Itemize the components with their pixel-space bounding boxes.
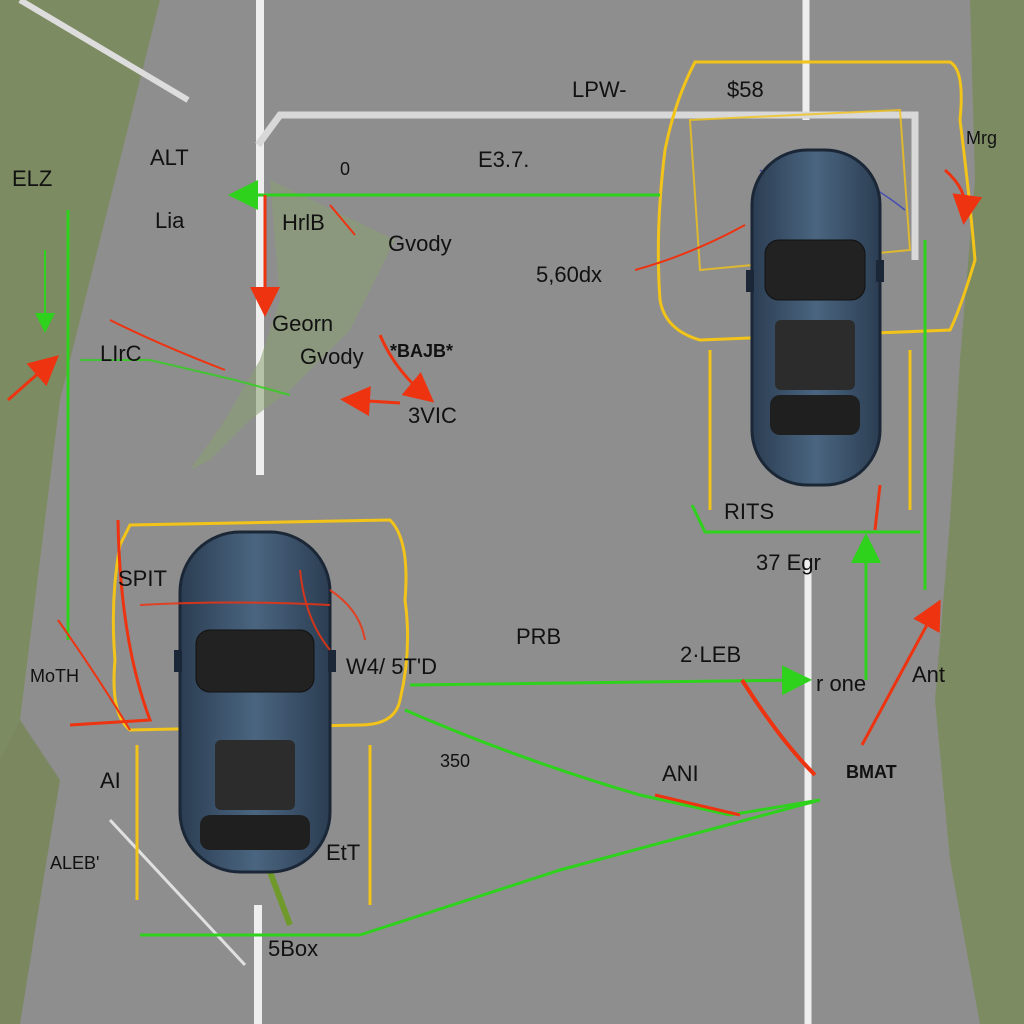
- label-geom: Georn: [272, 311, 334, 336]
- red-line-mid-bottom: [654, 793, 741, 817]
- label-zero: 0: [340, 159, 351, 179]
- label-ione: r one: [816, 671, 867, 696]
- car-top-right: [746, 148, 884, 487]
- yellow-outline-top-inner: [688, 108, 912, 272]
- red-arrow-left-edge: [7, 355, 60, 402]
- red-line-left-long: [57, 619, 131, 731]
- yellow-outline-bottom: [111, 518, 410, 732]
- label-leb: 2·LEB: [680, 642, 742, 667]
- label-lpw: LPW-: [572, 77, 627, 102]
- shadow-patch: [190, 180, 395, 470]
- label-e37: E3.7.: [478, 147, 530, 172]
- label-sbox: 5Box: [268, 936, 319, 961]
- red-scribble-car2: [139, 569, 366, 651]
- label-aleb: ALEB': [50, 853, 100, 873]
- label-bmat: BMAT: [846, 762, 897, 782]
- label-w4: W4/ 5T'D: [346, 654, 437, 679]
- label-ett: EtT: [326, 840, 361, 865]
- green-arrow-mid: [409, 665, 812, 696]
- label-al: AI: [100, 768, 121, 793]
- red-line-right: [873, 484, 882, 531]
- red-curve-car1: [634, 224, 746, 271]
- label-bvic: 3VIC: [408, 403, 457, 428]
- label-spit: SPIT: [118, 566, 167, 591]
- red-curve-bottom: [740, 678, 817, 777]
- label-prb: PRB: [516, 624, 562, 649]
- car-bottom-left: [174, 530, 336, 874]
- red-line-lirc: [109, 319, 226, 371]
- red-curve-bottom-left: [69, 519, 153, 727]
- red-arrow-short: [340, 386, 401, 417]
- label-gvody-top: Gvody: [388, 231, 452, 256]
- grass-right: [935, 0, 1024, 1024]
- diagonal-line-bottom: [108, 818, 247, 967]
- label-ani: ANI: [662, 761, 699, 786]
- label-elz: ELZ: [12, 166, 53, 191]
- label-egr: 37 Egr: [756, 550, 821, 575]
- label-bajb: *BAJB*: [390, 341, 454, 361]
- label-dims: 5,60dx: [536, 262, 603, 287]
- label-mrg: Mrg: [966, 128, 997, 148]
- label-350: 350: [440, 751, 471, 771]
- diagonal-line-top: [18, 0, 190, 103]
- label-lia: Lia: [155, 208, 185, 233]
- label-ant: Ant: [912, 662, 946, 687]
- grass-left: [0, 0, 160, 760]
- green-line-box-bottom: [690, 504, 920, 534]
- label-moth: MoTH: [30, 666, 79, 686]
- label-lirc: LIrC: [100, 341, 142, 366]
- red-curve-top-right: [944, 168, 983, 225]
- green-line-bottom-curve: [359, 708, 821, 937]
- green-trail-left: [80, 359, 291, 396]
- label-alt: ALT: [150, 145, 189, 170]
- label-rits: RITS: [724, 499, 775, 524]
- red-line-hrlb: [329, 204, 356, 236]
- grass-left-lower: [0, 720, 60, 1024]
- label-hrlb: HrlB: [282, 210, 325, 235]
- label-price: $58: [727, 77, 764, 102]
- red-arrow-ant: [860, 599, 941, 746]
- barrier-frame: [255, 111, 919, 260]
- label-gvody-mid: Gvody: [300, 344, 364, 369]
- red-curve-mid: [378, 334, 435, 403]
